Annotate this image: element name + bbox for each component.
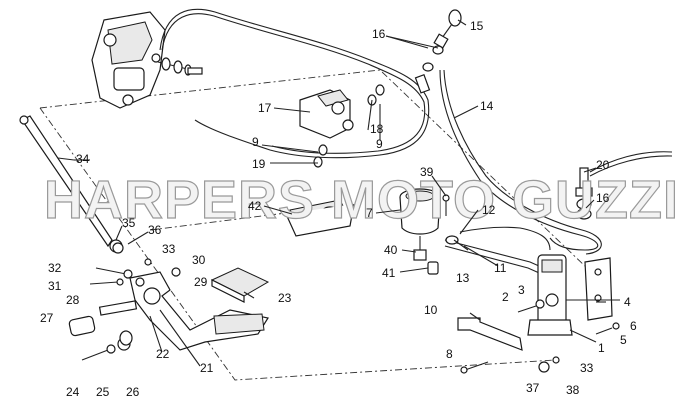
watermark: HARPERS MOTO GUZZI© xyxy=(44,170,679,230)
mount-bracket xyxy=(566,257,620,321)
callout-25: 25 xyxy=(96,385,110,399)
callout-24: 24 xyxy=(66,385,80,399)
callout-39: 39 xyxy=(420,165,434,179)
callout-15: 15 xyxy=(470,19,484,33)
brake-switch xyxy=(299,84,385,168)
callout-9-left: 9 xyxy=(252,135,259,149)
callout-32: 32 xyxy=(48,261,62,275)
callout-labels: 15 16 14 17 9 9 18 19 34 39 20 16 42 7 1… xyxy=(40,19,637,399)
callout-28: 28 xyxy=(66,293,80,307)
callout-36: 36 xyxy=(148,223,162,237)
callout-29: 29 xyxy=(194,275,208,289)
callout-42: 42 xyxy=(248,199,262,213)
callout-38: 38 xyxy=(566,383,580,397)
callout-5: 5 xyxy=(620,333,627,347)
hardware-right xyxy=(460,299,620,374)
callout-6: 6 xyxy=(630,319,637,333)
callout-9-right: 9 xyxy=(376,137,383,151)
callout-12: 12 xyxy=(482,203,496,217)
callout-27: 27 xyxy=(40,311,54,325)
reservoir-bracket xyxy=(285,199,355,237)
callout-30: 30 xyxy=(192,253,206,267)
callout-2: 2 xyxy=(502,290,509,304)
callout-22: 22 xyxy=(156,347,170,361)
callout-7: 7 xyxy=(366,206,373,220)
brake-hose-rear xyxy=(439,69,602,255)
callout-4: 4 xyxy=(624,295,631,309)
callout-13: 13 xyxy=(456,271,470,285)
callout-16-top: 16 xyxy=(372,27,386,41)
fluid-reservoir xyxy=(399,188,450,275)
callout-41: 41 xyxy=(382,266,396,280)
callout-19: 19 xyxy=(252,157,266,171)
assembly-frame xyxy=(39,69,611,381)
callout-26: 26 xyxy=(126,385,140,399)
brake-caliper xyxy=(91,11,166,109)
callout-8: 8 xyxy=(446,347,453,361)
callout-40: 40 xyxy=(384,243,398,257)
caliper-hose xyxy=(159,8,430,159)
callout-1: 1 xyxy=(598,341,605,355)
callout-18: 18 xyxy=(370,122,384,136)
brake-pedal xyxy=(129,271,269,351)
foot-pad xyxy=(210,267,270,303)
callout-11: 11 xyxy=(494,261,507,275)
pedal-hardware xyxy=(68,242,181,361)
callout-10: 10 xyxy=(424,303,438,317)
callout-33-right: 33 xyxy=(580,361,594,375)
upper-banjo-fittings xyxy=(414,9,462,94)
callout-16-right: 16 xyxy=(596,191,610,205)
callout-35: 35 xyxy=(122,216,136,230)
master-cylinder xyxy=(527,254,573,336)
leader-lines xyxy=(57,19,606,367)
callout-23: 23 xyxy=(278,291,292,305)
callout-37: 37 xyxy=(526,381,540,395)
callout-21: 21 xyxy=(200,361,214,375)
bracket-10 xyxy=(457,317,523,351)
callout-17: 17 xyxy=(258,101,272,115)
callout-34: 34 xyxy=(76,152,90,166)
callout-14: 14 xyxy=(480,99,494,113)
caliper-banjo-bolt xyxy=(157,57,203,76)
callout-33-left: 33 xyxy=(162,242,176,256)
callout-31: 31 xyxy=(48,279,62,293)
callout-20: 20 xyxy=(596,158,610,172)
callout-3: 3 xyxy=(518,283,525,297)
